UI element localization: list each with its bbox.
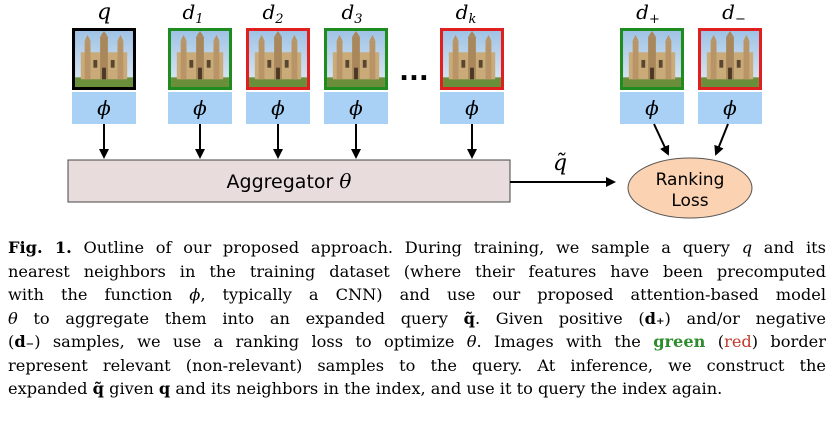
negative-sample-phi-symbol: ϕ [723,96,737,120]
negative-sample-phi-box [698,92,762,124]
neighbor-2-phi-symbol: ϕ [271,96,285,120]
figure-label: Fig. 1. [8,238,72,257]
caption-line-3: with the function ϕ, typically a CNN) an… [8,285,827,304]
red-word: red [724,332,752,351]
expanded-query-label: q̃ [553,151,567,176]
negative-sample-image [701,31,759,87]
neighbor-1-phi-box [168,92,232,124]
figure-caption: Fig. 1. Outline of our proposed approach… [8,236,826,401]
negative-sample-label: d− [722,0,746,27]
approach-diagram: q ϕ d1 ϕ d2 ϕ d3 ϕ ... dk ϕ d+ ϕ d− ϕ Ag… [67,0,762,219]
neighbor-3-phi-box [324,92,388,124]
neighbor-2-phi-box [246,92,310,124]
neighbor-k-image [443,31,501,87]
neighbor-2-image [249,31,307,87]
positive-sample-arrow [653,123,670,156]
neighbor-3-phi-symbol: ϕ [349,96,363,120]
neighbor-1-image [171,31,229,87]
query-image [75,31,133,87]
ranking-loss-node [627,157,753,219]
neighbor-3-image [327,31,385,87]
caption-line-1: Fig. 1. Outline of our proposed approach… [8,238,826,257]
neighbors-ellipsis: ... [399,57,429,87]
caption-line-5: (d₋) samples, we use a ranking loss to o… [8,332,826,351]
ranking-loss-line1: Ranking [656,170,725,190]
neighbor-1-phi-symbol: ϕ [193,96,207,120]
negative-sample-arrow [714,123,729,156]
positive-sample-label: d+ [636,0,660,27]
neighbor-k-phi-symbol: ϕ [465,96,479,120]
neighbor-k-label: dk [456,0,477,27]
caption-line-7: expanded q̃ given q and its neighbors in… [8,379,723,398]
neighbor-2-label: d2 [262,0,283,27]
query-phi-box [72,92,136,124]
query-phi-symbol: ϕ [97,96,111,120]
green-word: green [653,332,706,351]
ranking-loss-line2: Loss [671,191,708,211]
caption-line-2: nearest neighbors in the training datase… [8,261,826,281]
aggregator-label: Aggregator θ [227,169,352,193]
positive-sample-image [623,31,681,87]
neighbor-k-phi-box [440,92,504,124]
positive-sample-phi-symbol: ϕ [645,96,659,120]
caption-line-6: represent relevant (non-relevant) sample… [8,355,826,375]
query-label: q [97,0,111,25]
neighbor-1-label: d1 [182,0,203,27]
neighbor-3-label: d3 [341,0,362,27]
positive-sample-phi-box [620,92,684,124]
caption-line-4: θ to aggregate them into an expanded que… [8,308,826,328]
